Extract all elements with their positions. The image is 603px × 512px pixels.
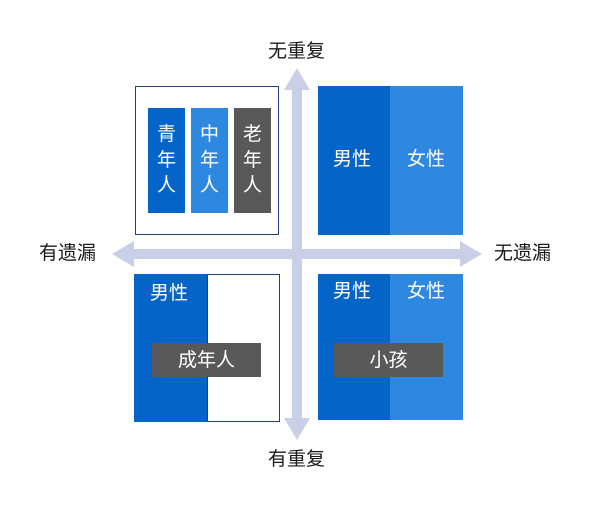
column-youth-char-2: 年 — [156, 148, 176, 171]
column-middle-aged-char-3: 人 — [199, 174, 219, 197]
block-male — [318, 86, 390, 235]
label-female: 女性 — [407, 280, 446, 302]
axis-label-top: 无重复 — [268, 40, 326, 62]
column-elderly-char-2: 年 — [242, 148, 262, 171]
column-elderly-char-3: 人 — [242, 174, 262, 197]
quadrant-top-right: 男性 女性 — [318, 86, 463, 235]
quadrant-bottom-right: 男性 女性 小孩 — [318, 274, 463, 420]
quadrant-bottom-left: 男性 成年人 — [134, 274, 280, 422]
arrow-down-icon — [284, 418, 310, 440]
column-elderly-char-1: 老 — [242, 123, 262, 146]
label-male: 男性 — [333, 148, 372, 170]
axis-label-left: 有遗漏 — [39, 242, 97, 264]
arrow-up-icon — [284, 68, 310, 90]
column-middle-aged-char-1: 中 — [199, 123, 219, 146]
column-youth: 青 年 人 — [148, 108, 185, 213]
axis-label-bottom: 有重复 — [268, 448, 326, 470]
quadrant-top-left: 青 年 人 中 年 人 老 年 人 — [135, 86, 279, 235]
arrow-right-icon — [460, 241, 482, 267]
axis-label-right: 无遗漏 — [494, 242, 552, 264]
tag-adults: 成年人 — [152, 343, 261, 377]
label-female: 女性 — [407, 148, 446, 170]
column-middle-aged: 中 年 人 — [191, 108, 228, 213]
label-male: 男性 — [150, 282, 189, 304]
arrow-left-icon — [112, 241, 134, 267]
block-female — [390, 86, 463, 235]
column-elderly: 老 年 人 — [234, 108, 271, 213]
column-youth-char-1: 青 — [156, 123, 176, 146]
horizontal-axis-line — [128, 249, 468, 259]
tag-children: 小孩 — [334, 343, 443, 377]
label-male: 男性 — [333, 280, 372, 302]
column-youth-char-3: 人 — [156, 174, 176, 197]
column-middle-aged-char-2: 年 — [199, 148, 219, 171]
